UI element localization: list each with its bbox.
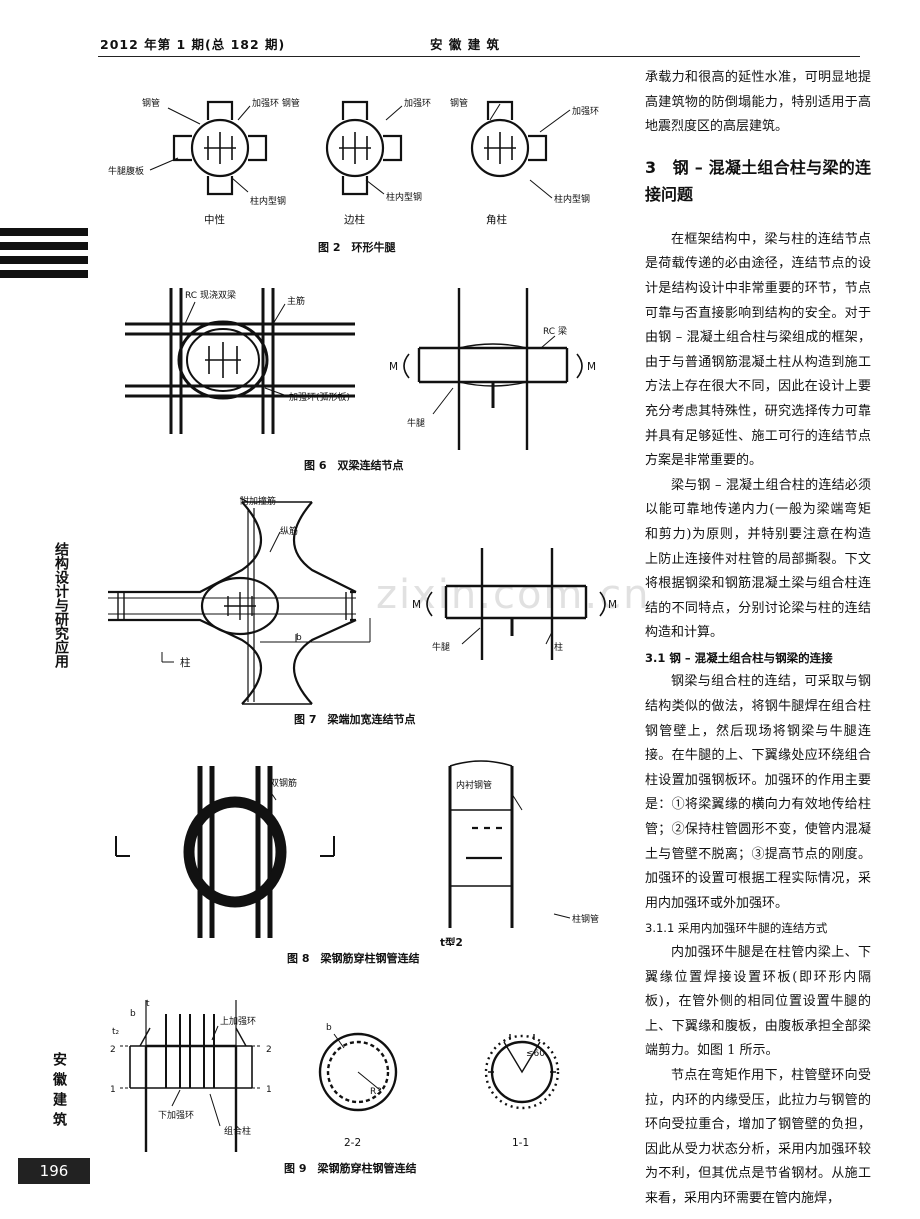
- label-steel-tube: 钢管: [142, 97, 160, 109]
- label-ring-tube: 加强环 钢管: [252, 97, 300, 109]
- figure-2-caption: 图 2 环形牛腿: [318, 241, 396, 254]
- label-tube-2: 钢管: [450, 97, 468, 109]
- label-long-rebar: 纵筋: [280, 525, 298, 537]
- text-column: 承载力和很高的延性水准，可明显地提高建筑物的防倒塌能力，特别适用于高地震烈度区的…: [645, 66, 871, 1212]
- label-rc-double-beam: RC 现浇双梁: [185, 289, 236, 301]
- label-m-right: M: [587, 361, 596, 373]
- subsection-3-1: 3.1 钢 – 混凝土组合柱与钢梁的连接: [645, 650, 833, 665]
- label-b: b: [130, 1009, 136, 1019]
- label-corbel: 牛腿: [432, 641, 450, 653]
- header-rule: [98, 56, 860, 57]
- header-journal: 安 徽 建 筑: [430, 37, 501, 52]
- paragraph-2: 梁与钢 – 混凝土组合柱的连结必须以能可靠地传递内力(一般为梁端弯矩和剪力)为原…: [645, 477, 871, 641]
- label-corner: 角柱: [486, 213, 507, 226]
- page-number: 196: [18, 1158, 90, 1184]
- label-ring-3: 加强环: [572, 106, 599, 117]
- label-col2: 柱: [554, 641, 563, 653]
- figure-8-caption: 图 8 梁钢筋穿柱钢管连结: [287, 952, 420, 965]
- label-inner-steel-1: 柱内型钢: [250, 195, 286, 207]
- header-issue: 2012 年第 1 期(总 182 期): [100, 37, 286, 52]
- label-extra-rebar: 附加撞筋: [240, 495, 276, 507]
- label-edge: 边柱: [344, 213, 365, 226]
- label-col-tube: 柱钢管: [572, 913, 599, 925]
- label-n1l: 1: [110, 1085, 116, 1095]
- label-b: b: [296, 633, 302, 643]
- label-ring-arc: 加强环(弧形板): [289, 391, 350, 403]
- label-b2: b: [326, 1023, 332, 1033]
- ring-corbel-edge: [325, 100, 403, 196]
- figure-9-caption: 图 9 梁钢筋穿柱钢管连结: [284, 1162, 417, 1175]
- label-inner-liner: 内衬钢管: [456, 779, 492, 791]
- label-r3: R3: [370, 1087, 382, 1097]
- label-sec11: 1-1: [512, 1137, 529, 1149]
- paragraph-1: 在框架结构中，梁与柱的连结节点是荷载传递的必由途径，连结节点的设计是结构设计中非…: [645, 231, 871, 469]
- leader-lines: [149, 103, 571, 199]
- sidebar-column-name: 结构设计与研究应用: [53, 542, 69, 668]
- paragraph-intro: 承载力和很高的延性水准，可明显地提高建筑物的防倒塌能力，特别适用于高地震烈度区的…: [645, 70, 871, 135]
- label-lower-ring: 下加强环: [158, 1110, 194, 1121]
- fig9-section-11: [484, 1034, 560, 1110]
- label-t2: t₂: [112, 1027, 120, 1037]
- label-m-right: M: [608, 599, 617, 611]
- label-corbel-web: 牛腿腹板: [108, 165, 144, 177]
- label-rc-beam: RC 梁: [543, 325, 567, 337]
- label-corbel: 牛腿: [407, 417, 425, 429]
- label-angle: ≤60: [526, 1049, 545, 1059]
- label-corner-mark: t型2: [440, 936, 463, 946]
- label-sec22: 2-2: [344, 1137, 361, 1149]
- paragraph-3: 钢梁与组合柱的连结，可采取与钢结构类似的做法，将钢牛腿焊在组合柱钢管壁上，然后现…: [645, 674, 871, 911]
- label-n2l: 2: [110, 1045, 116, 1055]
- section-3-heading: 3 钢 – 混凝土组合柱与梁的连接问题: [645, 157, 871, 204]
- figure-7-caption: 图 7 梁端加宽连结节点: [294, 713, 416, 726]
- figure-6-caption: 图 6 双梁连结节点: [304, 459, 404, 472]
- fig7-elevation: [426, 548, 606, 660]
- label-n2r: 2: [266, 1045, 272, 1055]
- label-col: 柱: [180, 656, 191, 669]
- sidebar-journal-name: 安徽建筑: [51, 1052, 67, 1132]
- label-main-rebar: 主筋: [287, 295, 305, 307]
- subsection-3-1-1: 3.1.1 采用内加强环牛腿的连结方式: [645, 921, 828, 936]
- label-m-left: M: [412, 599, 421, 611]
- figure-7: 附加撞筋 纵筋 柱 b 牛腿 柱 M M: [108, 495, 617, 705]
- label-n1r: 1: [266, 1085, 272, 1095]
- fig9-section-22: [318, 1032, 398, 1112]
- paragraph-5: 节点在弯矩作用下，柱管壁环向受拉，内环的内缘受压，此拉力与钢管的环向受拉重合，增…: [645, 1067, 871, 1206]
- label-composite-col: 组合柱: [224, 1125, 251, 1137]
- paragraph-4: 内加强环牛腿是在柱管内梁上、下翼缘位置焊接设置环板(即环形内隔板)，在管外侧的相…: [645, 945, 871, 1059]
- label-inner-steel-3: 柱内型钢: [554, 193, 590, 205]
- label-inner-steel-2: 柱内型钢: [386, 191, 422, 203]
- label-t1: t: [146, 999, 150, 1009]
- label-ring-2: 加强环: [404, 98, 431, 109]
- fig6-elevation: [403, 288, 583, 450]
- figure-8: 双钢筋 内衬钢管 柱钢管 t型2: [115, 760, 599, 946]
- figure-9: b t t₂ 上加强环 下加强环 组合柱 2 2 1 1 2-2 1-1 b R…: [110, 999, 560, 1152]
- label-m-left: M: [389, 361, 398, 373]
- label-upper-ring: 上加强环: [220, 1016, 256, 1027]
- figure-2: 钢管 加强环 钢管 牛腿腹板 柱内型钢 加强环 钢管 柱内型钢 加强环 柱内型钢…: [108, 97, 599, 226]
- label-double-rebar: 双钢筋: [270, 777, 297, 789]
- fig8-elevation: [448, 760, 514, 928]
- ring-corbel-corner: [470, 100, 548, 178]
- figure-6: RC 现浇双梁 主筋 加强环(弧形板) RC 梁 牛腿 M M: [125, 288, 596, 450]
- label-middle: 中性: [204, 213, 225, 226]
- ring-corbel-middle: [172, 100, 268, 196]
